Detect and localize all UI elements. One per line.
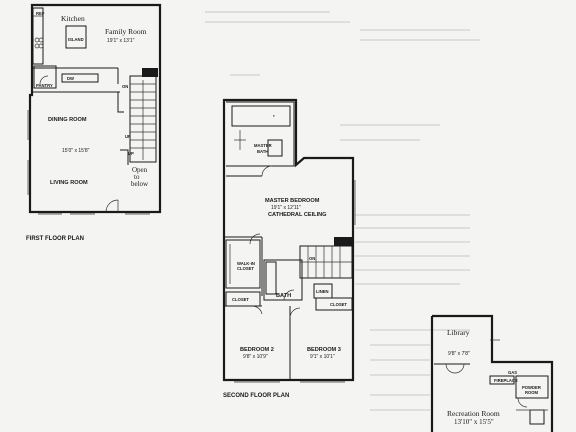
recreation-room-label: Recreation Room xyxy=(447,409,500,418)
library-label: Library xyxy=(447,328,470,337)
closet-label-left: CLOSET xyxy=(232,297,249,302)
master-bath-label-1: MASTER xyxy=(254,143,272,148)
dishwasher-label: DW xyxy=(67,76,74,81)
walk-in-closet-label-1: WALK-IN xyxy=(237,261,255,266)
cathedral-ceiling-label: CATHEDRAL CEILING xyxy=(268,212,327,218)
dining-room-dimension: 15'0" x 15'8" xyxy=(62,148,90,154)
bedroom-2-dimension: 9'8" x 10'9" xyxy=(243,354,268,360)
second-floor-on-label: ON xyxy=(309,256,315,261)
family-room-label: Family Room xyxy=(105,27,147,36)
linen-label: LINEN xyxy=(316,289,329,294)
gas-fireplace-label-2: FIREPLACE xyxy=(494,378,518,383)
open-to-below-label-2: to xyxy=(134,173,140,181)
pantry-label: PANTRY xyxy=(36,83,53,88)
bedroom-2-label: BEDROOM 2 xyxy=(240,347,274,353)
walk-in-closet-label-2: CLOSET xyxy=(237,266,254,271)
dining-room-label: DINING ROOM xyxy=(48,117,87,123)
powder-room-label-1: POWDER xyxy=(522,385,541,390)
living-room-label: LIVING ROOM xyxy=(50,180,88,186)
master-bath-label-2: BATH xyxy=(257,149,268,154)
gas-fireplace-label-1: GAS xyxy=(508,370,517,375)
powder-room-label-2: ROOM xyxy=(525,390,539,395)
first-floor-up-label: UP xyxy=(125,134,131,139)
second-floor-title: SECOND FLOOR PLAN xyxy=(223,393,289,399)
second-floor-plan: * xyxy=(222,98,356,399)
master-bedroom-dimension: 19'1" x 12'11" xyxy=(271,205,301,211)
background-ghost-lines xyxy=(205,11,480,411)
island-label: ISLAND xyxy=(68,37,84,42)
open-to-below-label-3: below xyxy=(131,180,149,188)
ref-label: REF xyxy=(36,11,45,16)
bath-mark: * xyxy=(273,114,275,119)
lower-level-plan: Library 9'8" x 7'8" GAS FIREPLACE POWDER… xyxy=(430,314,554,432)
master-bedroom-label: MASTER BEDROOM xyxy=(265,198,320,204)
kitchen-label: Kitchen xyxy=(61,14,85,23)
bath-label: BATH xyxy=(276,293,291,299)
open-to-below-label-1: Open xyxy=(132,166,148,174)
recreation-room-dimension: 13'10" x 15'5" xyxy=(454,418,494,426)
second-floor-stair xyxy=(299,237,353,279)
closet-label-right: CLOSET xyxy=(330,302,347,307)
family-room-dimension: 19'1" x 13'1" xyxy=(107,38,135,44)
first-floor-stair xyxy=(129,75,157,163)
library-dimension: 9'8" x 7'8" xyxy=(448,351,470,357)
first-floor-on-label: ON xyxy=(122,84,128,89)
first-floor-up-label-2: UP xyxy=(128,151,134,156)
bedroom-3-dimension: 9'1" x 10'1" xyxy=(310,354,335,360)
first-floor-title: FIRST FLOOR PLAN xyxy=(26,236,84,242)
first-floor-plan: REF Kitchen Family Room 19'1" x 13'1" IS… xyxy=(26,3,162,242)
bedroom-3-label: BEDROOM 3 xyxy=(307,347,341,353)
